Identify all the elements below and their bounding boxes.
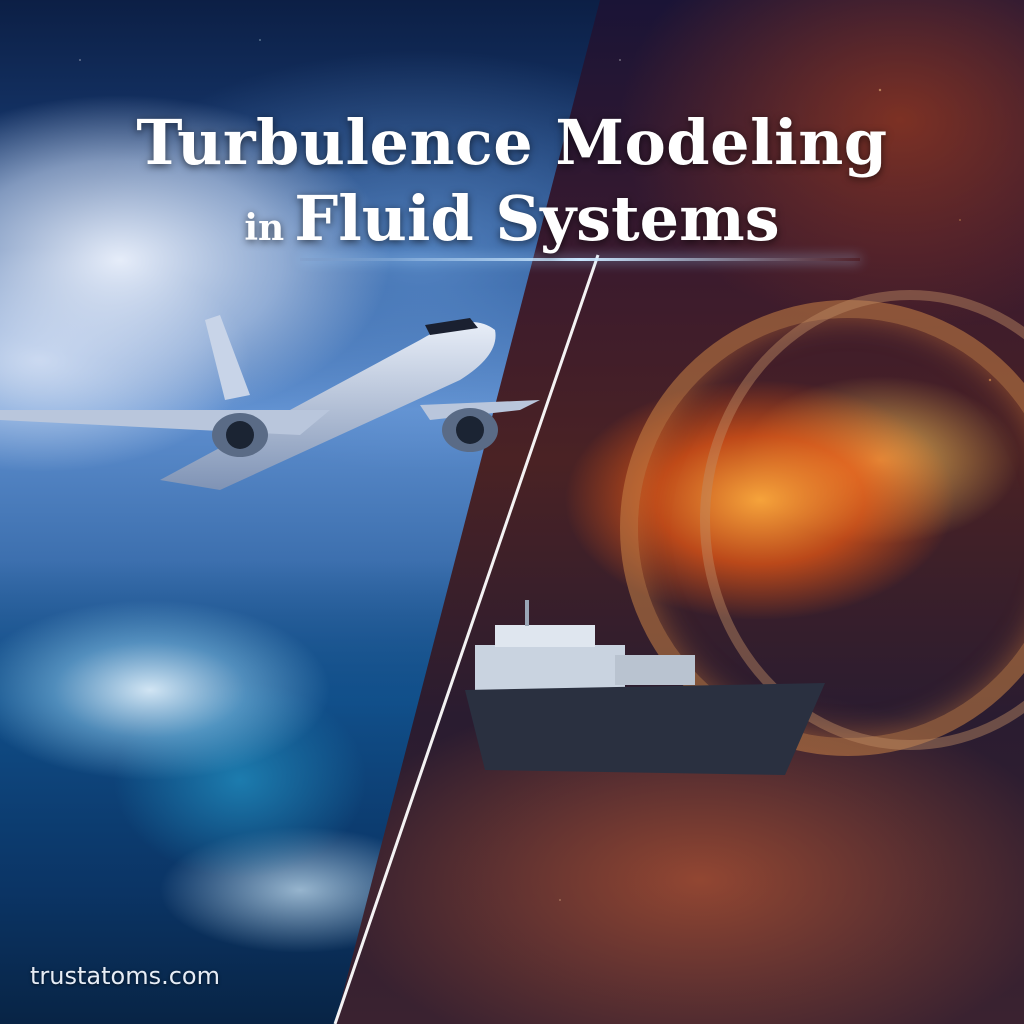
title-line-2-prefix: in	[244, 207, 285, 250]
ship-icon	[465, 600, 825, 775]
airplane-icon	[0, 315, 540, 490]
title-underline-glow	[300, 258, 860, 261]
title-line-1: Turbulence Modeling	[136, 106, 888, 180]
title-line-2-main: Fluid Systems	[294, 182, 780, 256]
watermark: trustatoms.com	[30, 962, 220, 990]
